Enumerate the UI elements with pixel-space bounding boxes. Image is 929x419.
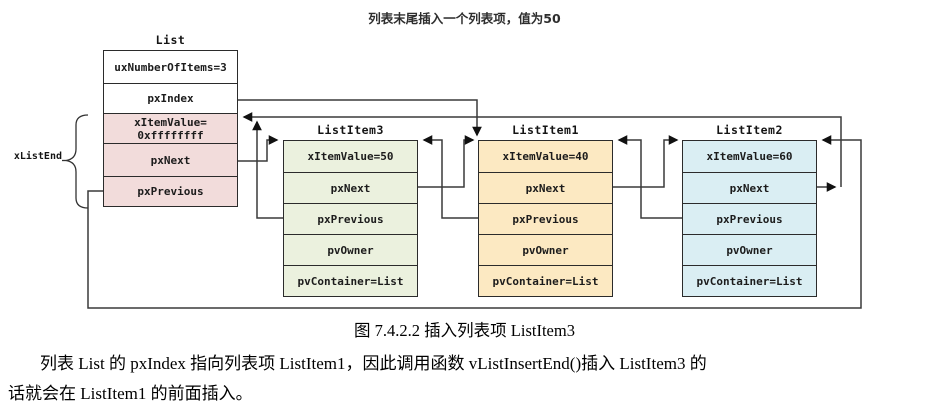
listitem1-row-pvcontainer: pvContainer=List [479,265,612,296]
connector-pxindex-to-listitem1 [238,99,482,137]
listitem1-box: ListItem1 xItemValue=40 pxNext pxPreviou… [478,123,613,297]
list-box-title: List [155,33,186,47]
connector-listitem1-pxprevious-to-listitem3 [422,135,478,219]
connector-listitem3-pxnext-to-listitem1 [418,135,475,188]
listitem1-body: xItemValue=40 pxNext pxPrevious pvOwner … [478,140,613,297]
list-row-uxnumberofitems: uxNumberOfItems=3 [104,51,237,83]
listitem3-row-pvcontainer: pvContainer=List [284,265,417,296]
listitem1-row-xitemvalue: xItemValue=40 [479,141,612,172]
list-row-pxnext: pxNext [104,143,237,176]
listitem1-row-pvowner: pvOwner [479,234,612,265]
figure-caption: 图 7.4.2.2 插入列表项 ListItem3 [354,321,575,340]
listitem3-row-xitemvalue: xItemValue=50 [284,141,417,172]
list-row-xitemvalue: xItemValue= 0xffffffff [104,113,237,143]
listitem2-title: ListItem2 [716,123,783,137]
connector-list-pxprevious-to-listitem2 [87,135,862,309]
body-text-line-1: 列表 List 的 pxIndex 指向列表项 ListItem1，因此调用函数… [40,354,707,373]
list-box-body: uxNumberOfItems=3 pxIndex xItemValue= 0x… [103,50,238,207]
xlistend-brace [65,114,89,209]
listitem3-row-pxprevious: pxPrevious [284,203,417,234]
listitem3-body: xItemValue=50 pxNext pxPrevious pvOwner … [283,140,418,297]
listitem2-row-pvcontainer: pvContainer=List [683,265,816,296]
listitem2-box: ListItem2 xItemValue=60 pxNext pxPreviou… [682,123,817,297]
connector-listitem3-pxprevious-to-xlistend [252,120,283,219]
listitem3-row-pxnext: pxNext [284,172,417,203]
listitem2-row-pvowner: pvOwner [683,234,816,265]
listitem3-title: ListItem3 [317,123,384,137]
listitem1-row-pxnext: pxNext [479,172,612,203]
connector-listitem2-pxnext-to-list [242,112,842,187]
listitem3-box: ListItem3 xItemValue=50 pxNext pxPreviou… [283,123,418,297]
list-box: List uxNumberOfItems=3 pxIndex xItemValu… [103,33,238,207]
connector-listitem2-pxprevious-to-listitem1 [617,135,682,219]
listitem3-row-pvowner: pvOwner [284,234,417,265]
connector-list-pxnext-to-listitem3 [238,135,279,162]
xlistend-label: xListEnd [13,151,62,162]
listitem2-row-xitemvalue: xItemValue=60 [683,141,816,172]
connector-listitem1-pxnext-to-listitem2 [613,135,679,188]
list-row-pxindex: pxIndex [104,83,237,113]
listitem1-title: ListItem1 [512,123,579,137]
listitem2-row-pxnext: pxNext [683,172,816,203]
listitem2-body: xItemValue=60 pxNext pxPrevious pvOwner … [682,140,817,297]
listitem2-row-pxprevious: pxPrevious [683,203,816,234]
figure-heading: 列表末尾插入一个列表项，值为50 [368,11,561,26]
listitem1-row-pxprevious: pxPrevious [479,203,612,234]
list-row-pxprevious: pxPrevious [104,176,237,206]
body-text-line-2: 话就会在 ListItem1 的前面插入。 [8,384,253,403]
